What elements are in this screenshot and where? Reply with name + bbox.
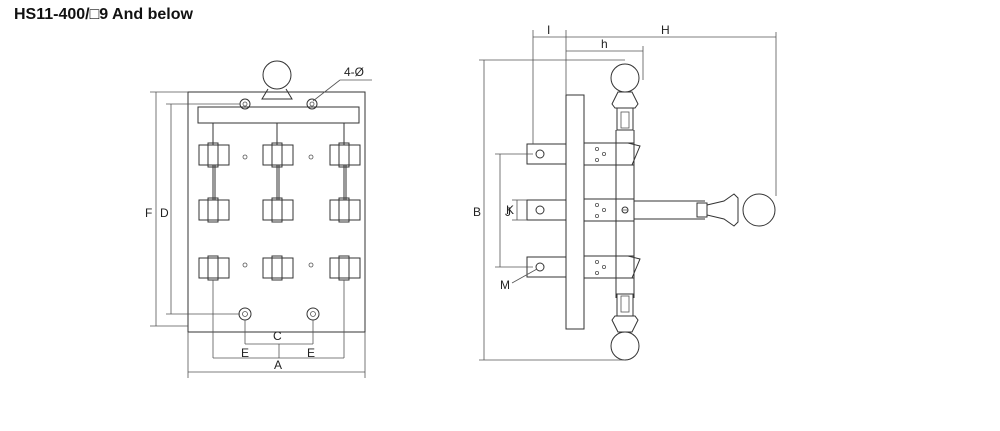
mount-hole bbox=[310, 311, 316, 317]
handle-bar bbox=[197, 106, 360, 124]
contact-row-bottom bbox=[198, 255, 361, 281]
dim-I-label: I bbox=[547, 23, 550, 37]
dim-E-right-label: E bbox=[307, 346, 315, 360]
handle-knob-side bbox=[742, 193, 776, 227]
dim-h-label: h bbox=[601, 37, 608, 51]
handle-knob bbox=[262, 60, 292, 90]
holes-label: 4-Ø bbox=[344, 65, 364, 79]
dim-B-label: B bbox=[473, 205, 481, 219]
dim-A-label: A bbox=[274, 358, 282, 372]
dim-H-label: H bbox=[661, 23, 670, 37]
holes-leader bbox=[312, 79, 341, 102]
mount-hole bbox=[309, 101, 315, 107]
side-view: I H h B J K M bbox=[473, 23, 777, 361]
handle-knob-bottom bbox=[610, 331, 640, 361]
front-view: 4-Ø F D C E E A bbox=[145, 60, 372, 378]
base-plate-side bbox=[565, 94, 585, 330]
contact-row-middle bbox=[198, 197, 361, 223]
dim-M-label: M bbox=[500, 278, 510, 292]
dim-F-label: F bbox=[145, 206, 152, 220]
mount-hole bbox=[306, 98, 318, 110]
mount-hole bbox=[242, 101, 248, 107]
dim-C-label: C bbox=[273, 329, 282, 343]
base-plate bbox=[187, 91, 366, 333]
handle-knob-top bbox=[610, 63, 640, 93]
dim-K-label: K bbox=[506, 203, 514, 217]
mount-hole bbox=[306, 307, 320, 321]
handle-neck bbox=[261, 88, 293, 100]
mount-hole bbox=[238, 307, 252, 321]
dim-E-left-label: E bbox=[241, 346, 249, 360]
contact-row-top bbox=[198, 142, 361, 168]
page-title: HS11-400/□9 And below bbox=[14, 6, 193, 23]
mount-hole bbox=[242, 311, 248, 317]
dim-D-label: D bbox=[160, 206, 169, 220]
dim-J-label: J bbox=[505, 205, 511, 219]
dim-M-leader bbox=[511, 268, 538, 284]
